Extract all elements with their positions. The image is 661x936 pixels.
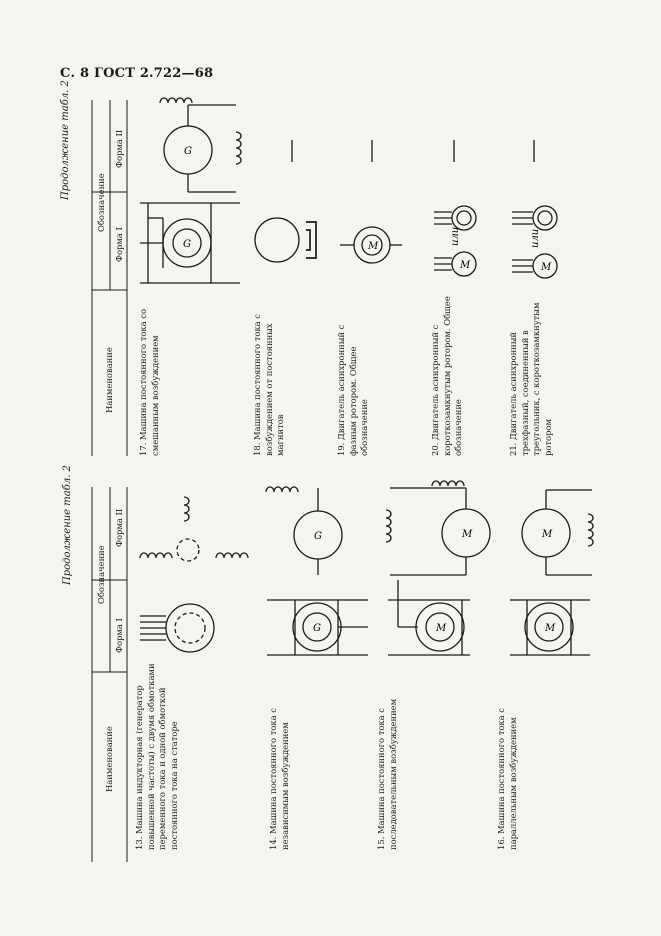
row-21-form1-symbol-a: [512, 205, 558, 231]
motor-letter: M: [540, 262, 552, 273]
page-header: С. 8 ГОСТ 2.722—68: [60, 66, 214, 81]
generator-letter: G: [313, 623, 321, 634]
motor-letter: M: [461, 529, 473, 540]
row-14-form1-symbol: G: [267, 599, 368, 656]
row-20-form1-symbol-b: M: [434, 251, 477, 277]
motor-letter: M: [459, 260, 471, 271]
generator-letter: G: [183, 239, 191, 250]
or-label-row-20: или: [450, 227, 461, 246]
left-table-grid: [91, 487, 128, 862]
row-15-form1-symbol: M: [388, 580, 470, 656]
row-18-form1-symbol: [254, 217, 317, 263]
generator-letter: G: [184, 146, 192, 157]
row-19-form1-symbol: M: [340, 226, 402, 264]
row-16-form1-symbol: M: [510, 599, 590, 656]
row-13-form2-symbol: [139, 496, 249, 562]
motor-letter: M: [367, 241, 379, 252]
right-table-grid: [91, 100, 128, 456]
row-17-form2-symbol: G: [159, 97, 242, 193]
row-17-form1-symbol: G: [140, 202, 240, 284]
motor-letter: M: [435, 623, 447, 634]
row-16-form2-symbol: M: [521, 489, 594, 576]
row-20-form1-symbol-a: [434, 205, 477, 231]
motor-letter: M: [544, 623, 556, 634]
row-21-form1-symbol-b: M: [512, 253, 558, 279]
generator-letter: G: [314, 531, 322, 542]
row-15-form2-symbol: M: [385, 480, 491, 576]
row-13-form1-symbol: [140, 603, 215, 653]
or-label-row-21: или: [530, 229, 541, 248]
row-14-form2-symbol: G: [265, 486, 343, 575]
motor-letter: M: [541, 529, 553, 540]
